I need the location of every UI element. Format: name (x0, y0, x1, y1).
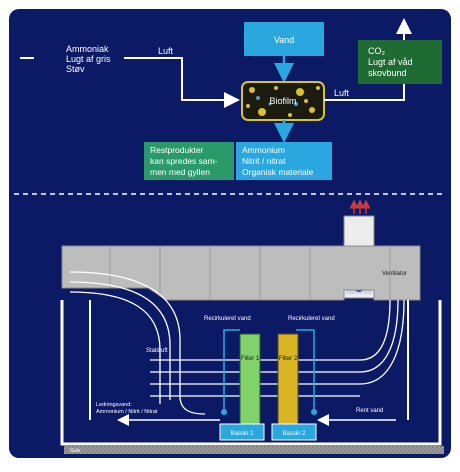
residue-left-line-3: men med gyllen (150, 167, 210, 177)
output-line-2: Lugt af våd (368, 57, 413, 67)
sump-1-label: Bassin 1 (230, 431, 254, 437)
sources-label-line-2: Lugt af gris (66, 54, 111, 64)
water-box (244, 22, 324, 56)
sources-label-line-1: Ammoniak (66, 44, 109, 54)
recirc-pipe-left (223, 329, 240, 412)
floor (64, 446, 444, 454)
drain-label-line-1: Ledningsvand: (96, 402, 132, 408)
air-out-label: Luft (334, 88, 350, 98)
sump-2-label: Bassin 2 (282, 431, 306, 437)
output-line-3: skovbund (368, 68, 407, 78)
sump-1 (219, 423, 265, 441)
air-duct (61, 245, 421, 301)
sump-2 (271, 423, 317, 441)
air-in-arrow (124, 57, 240, 108)
pump-right-icon (311, 409, 317, 415)
background-panel (9, 9, 451, 458)
air-in-label: Luft (158, 46, 174, 56)
filter-2 (277, 333, 299, 425)
output-line-1: CO₂ (368, 46, 386, 56)
floor-label: Gulv (70, 448, 81, 454)
airflow-lines (69, 271, 405, 415)
pump-left-icon (221, 409, 227, 415)
airflow-label: Staldluft (146, 348, 168, 354)
output-box (358, 40, 442, 84)
recirc-pipe-right (296, 329, 315, 412)
residue-right-line-3: Organisk materiale (242, 167, 314, 177)
residue-right-line-2: Nitrit / nitrat (242, 156, 286, 166)
filter-1-label: Filter 1 (241, 356, 260, 362)
drain-label-line-2: Ammonium / Nitrit / Nitrat (96, 409, 158, 415)
building-walls (60, 300, 442, 446)
biofilm-label: Biofilm (269, 96, 296, 106)
water-box-label: Vand (274, 35, 294, 45)
sources-label-line-3: Støv (66, 64, 85, 74)
filter-1 (239, 333, 261, 425)
biofilm-texture-blue (256, 96, 298, 106)
recirc-left-label: Recirkuleret vand (204, 316, 251, 322)
residue-right-box (236, 142, 332, 180)
fresh-water-label: Rent vand (356, 408, 383, 414)
residue-right-line-1: Ammonium (242, 145, 285, 155)
biofilm-texture (246, 86, 320, 117)
filter-2-label: Filter 2 (279, 356, 298, 362)
residue-left-line-2: kan spredes sam- (150, 156, 218, 166)
residue-left-box (144, 142, 234, 180)
recirc-right-label: Recirkuleret vand (288, 316, 335, 322)
duct-segments (109, 246, 391, 300)
fan-label: Ventilator (382, 271, 407, 277)
residue-left-line-1: Restprodukter (150, 145, 204, 155)
